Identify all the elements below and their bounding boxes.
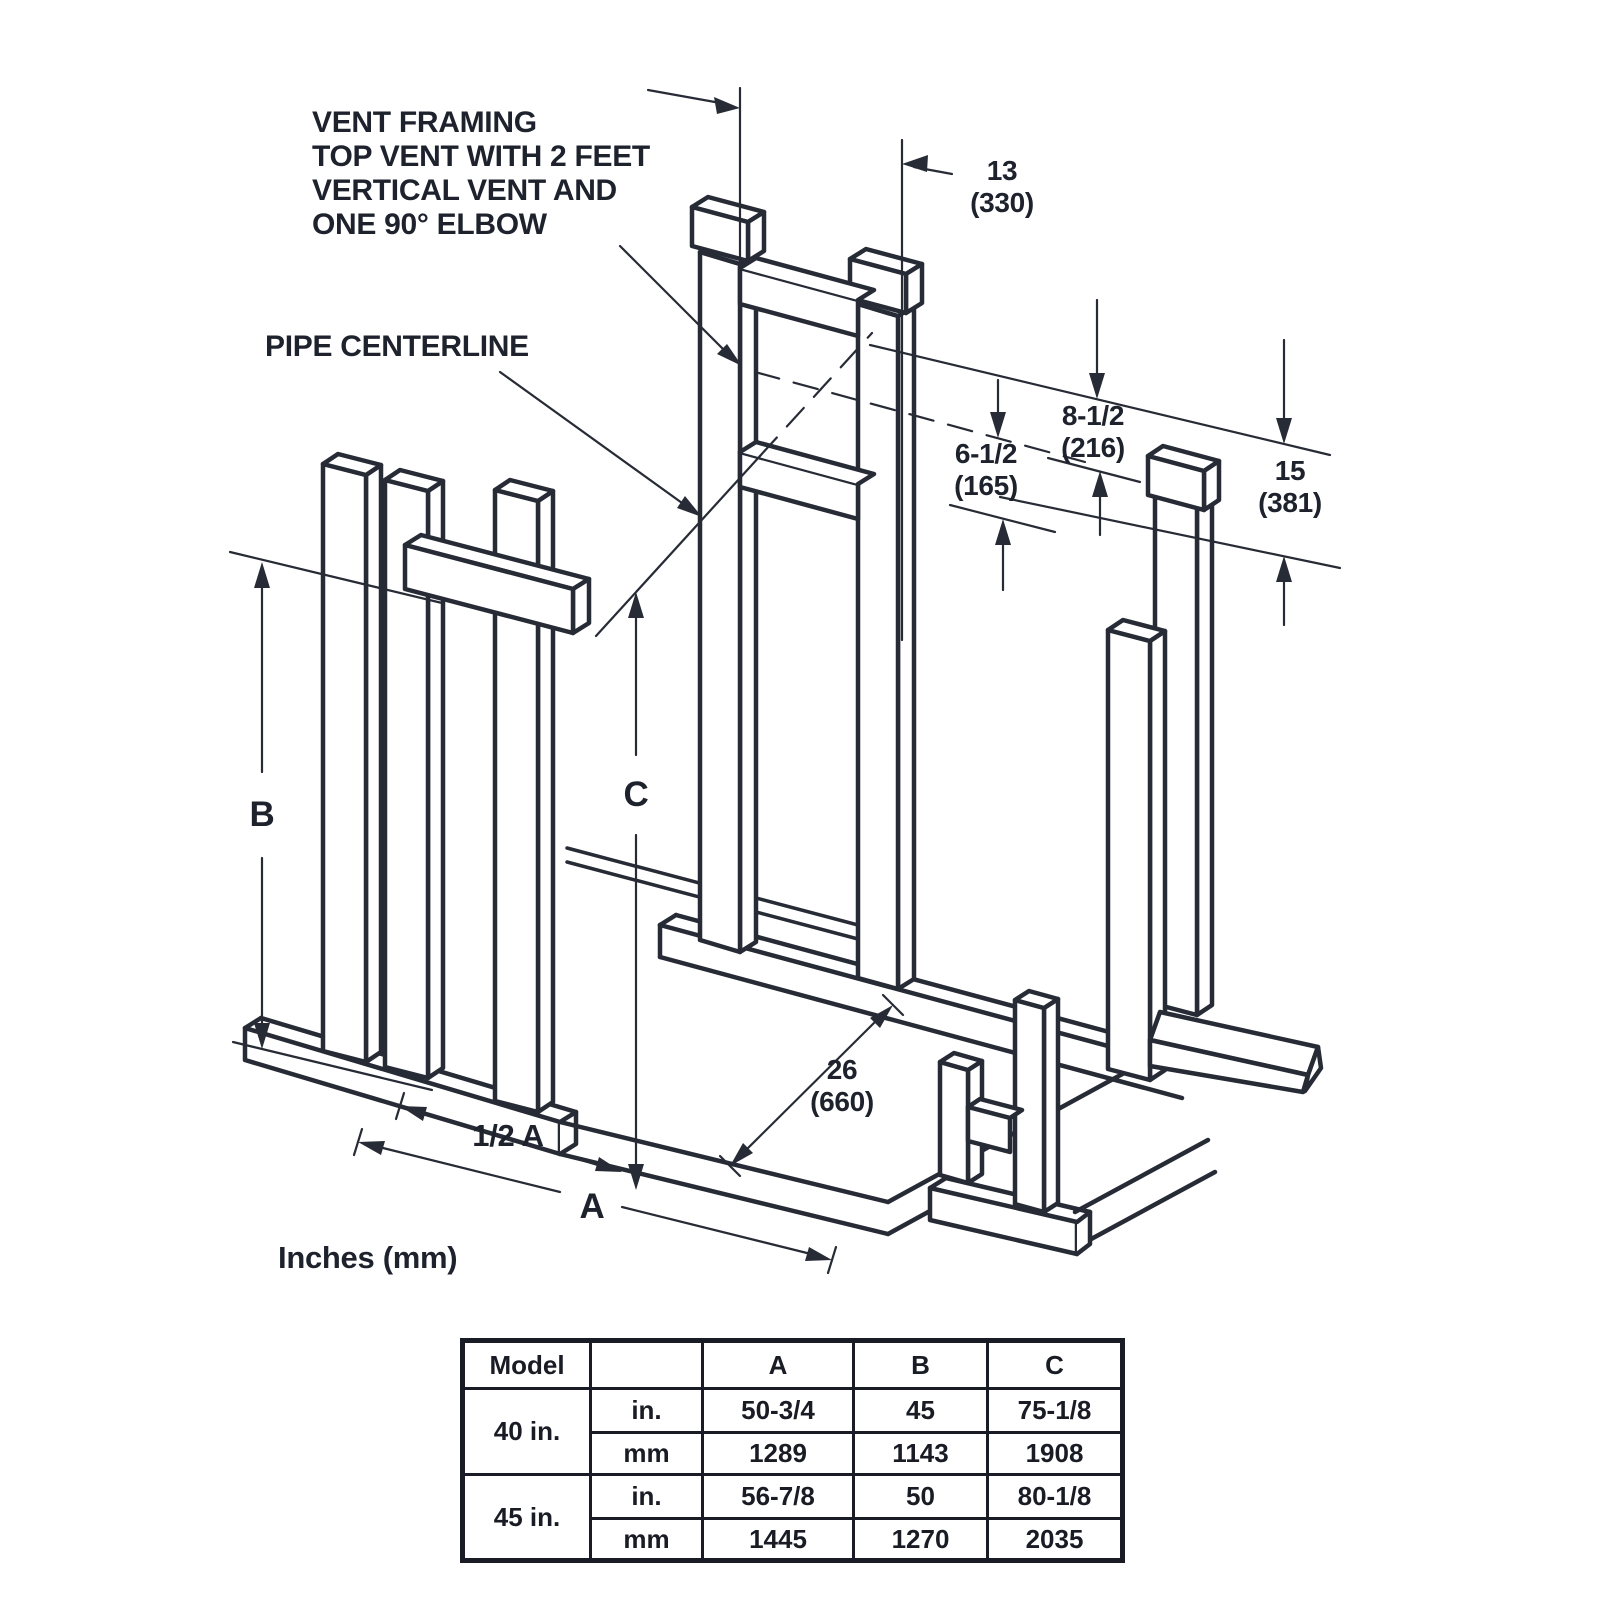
dim-label-half-a: 1/2 A (472, 1118, 544, 1154)
leader-lines (498, 244, 726, 510)
dim-b-lines (228, 550, 444, 1092)
unit-cell: mm (589, 1517, 704, 1562)
col-header-a: A (701, 1339, 855, 1390)
value-cell: 1908 (986, 1431, 1124, 1476)
dimension-table: Model A B C 40 in. in. 50-3/4 45 75-1/8 … (460, 1338, 1125, 1563)
dim-13-lines (646, 86, 954, 642)
vent-framing-note: VENT FRAMING TOP VENT WITH 2 FEET VERTIC… (312, 106, 650, 241)
corner-return-frame (927, 988, 1093, 1257)
left-wall-frame (242, 451, 592, 1157)
value-cell: 2035 (986, 1517, 1124, 1562)
unit-cell: in. (589, 1387, 704, 1434)
chase-frame (689, 194, 925, 992)
dim-label-c: C (623, 774, 649, 814)
table-header-row: Model A B C (461, 1339, 1124, 1390)
dim-label-b: B (249, 794, 275, 834)
right-reference-lines (868, 343, 1342, 570)
pipe-centerline-dashes (594, 331, 1087, 638)
right-wall-frame (1105, 443, 1324, 1095)
value-cell: 45 (852, 1387, 989, 1434)
model-cell: 40 in. (461, 1387, 592, 1476)
table-row: 40 in. in. 50-3/4 45 75-1/8 (461, 1387, 1124, 1476)
value-cell: 50-3/4 (701, 1387, 855, 1434)
pipe-centerline-note: PIPE CENTERLINE (265, 330, 529, 363)
table-row: 45 in. in. 56-7/8 50 80-1/8 (461, 1473, 1124, 1562)
table-row: mm 1445 1270 2035 (463, 1517, 1124, 1562)
dim-85-lines (1095, 298, 1102, 537)
dim-label-15-381: 15 (381) (1258, 454, 1322, 518)
dim-label-a: A (579, 1186, 605, 1226)
unit-cell: in. (589, 1473, 704, 1520)
col-header-model: Model (461, 1339, 592, 1390)
model-cell: 45 in. (461, 1473, 592, 1562)
units-note: Inches (mm) (278, 1240, 458, 1275)
dim-label-6half-165: 6-1/2 (165) (954, 437, 1018, 501)
value-cell: 50 (852, 1473, 989, 1520)
dim-65-lines (996, 378, 1005, 592)
col-header-unit (589, 1339, 704, 1390)
arrowhead-icons (254, 97, 1292, 1261)
unit-cell: mm (589, 1431, 704, 1476)
col-header-c: C (986, 1339, 1124, 1390)
table-row: mm 1289 1143 1908 (463, 1431, 1124, 1476)
dim-label-13-330: 13 (330) (970, 154, 1034, 218)
value-cell: 1445 (701, 1517, 855, 1562)
value-cell: 80-1/8 (986, 1473, 1124, 1520)
col-header-b: B (852, 1339, 989, 1390)
dim-label-8half-216: 8-1/2 (216) (1061, 399, 1125, 463)
value-cell: 56-7/8 (701, 1473, 855, 1520)
value-cell: 1143 (852, 1431, 989, 1476)
value-cell: 1270 (852, 1517, 989, 1562)
dim-label-26-660: 26 (660) (810, 1053, 874, 1117)
value-cell: 75-1/8 (986, 1387, 1124, 1434)
value-cell: 1289 (701, 1431, 855, 1476)
